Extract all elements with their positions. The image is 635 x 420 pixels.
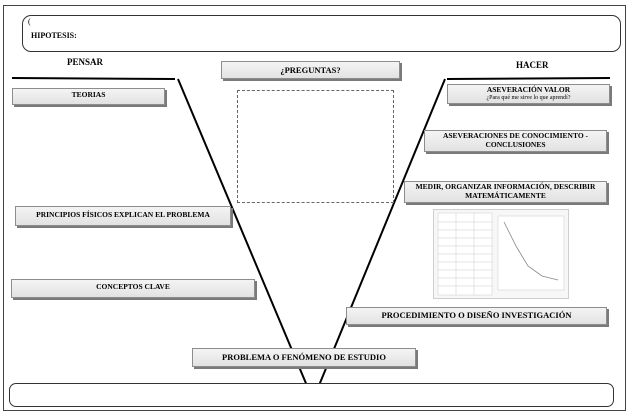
principles-box[interactable]: PRINCIPIOS FÍSICOS EXPLICAN EL PROBLEMA xyxy=(15,206,231,226)
data-table-graph-image xyxy=(433,209,569,299)
problem-box[interactable]: PROBLEMA O FENÓMENO DE ESTUDIO xyxy=(192,348,416,367)
questions-dashed-area[interactable] xyxy=(237,90,394,203)
concepts-box[interactable]: CONCEPTOS CLAVE xyxy=(11,279,255,298)
data-table-graph-icon xyxy=(437,212,565,296)
questions-box[interactable]: ¿PREGUNTAS? xyxy=(221,61,400,79)
page-frame xyxy=(3,5,626,411)
bottom-box[interactable] xyxy=(9,383,614,407)
hypothesis-label: HIPOTESIS: xyxy=(31,31,77,40)
knowledge-box[interactable]: ASEVERACIONES DE CONOCIMIENTO - CONCLUSI… xyxy=(424,130,607,152)
value-title: ASEVERACIÓN VALOR xyxy=(486,85,571,94)
left-header-line xyxy=(11,77,176,80)
theories-label: TEORIAS xyxy=(71,90,106,99)
problem-label: PROBLEMA O FENÓMENO DE ESTUDIO xyxy=(222,352,386,362)
right-header-line xyxy=(446,77,611,80)
principles-label: PRINCIPIOS FÍSICOS EXPLICAN EL PROBLEMA xyxy=(36,210,210,219)
value-box[interactable]: ASEVERACIÓN VALOR ¿Para qué me sirve lo … xyxy=(447,84,610,104)
procedure-label: PROCEDIMIENTO O DISEÑO INVESTIGACIÓN xyxy=(381,310,572,320)
theories-box[interactable]: TEORIAS xyxy=(12,88,165,105)
left-title: PENSAR xyxy=(67,57,104,67)
v-left-arm xyxy=(177,78,314,401)
measure-box[interactable]: MEDIR, ORGANIZAR INFORMACIÓN, DESCRIBIR … xyxy=(404,181,607,203)
value-subtitle: ¿Para qué me sirve lo que aprendí? xyxy=(486,94,571,101)
measure-label: MEDIR, ORGANIZAR INFORMACIÓN, DESCRIBIR … xyxy=(415,182,596,200)
right-title: HACER xyxy=(516,60,549,70)
procedure-box[interactable]: PROCEDIMIENTO O DISEÑO INVESTIGACIÓN xyxy=(346,307,607,325)
hypothesis-box[interactable]: ( HIPOTESIS: xyxy=(22,15,621,52)
hypothesis-corner-mark: ( xyxy=(28,17,31,26)
v-right-arm xyxy=(312,78,446,401)
concepts-label: CONCEPTOS CLAVE xyxy=(96,282,170,291)
knowledge-label: ASEVERACIONES DE CONOCIMIENTO - CONCLUSI… xyxy=(442,131,589,149)
questions-label: ¿PREGUNTAS? xyxy=(280,65,341,75)
